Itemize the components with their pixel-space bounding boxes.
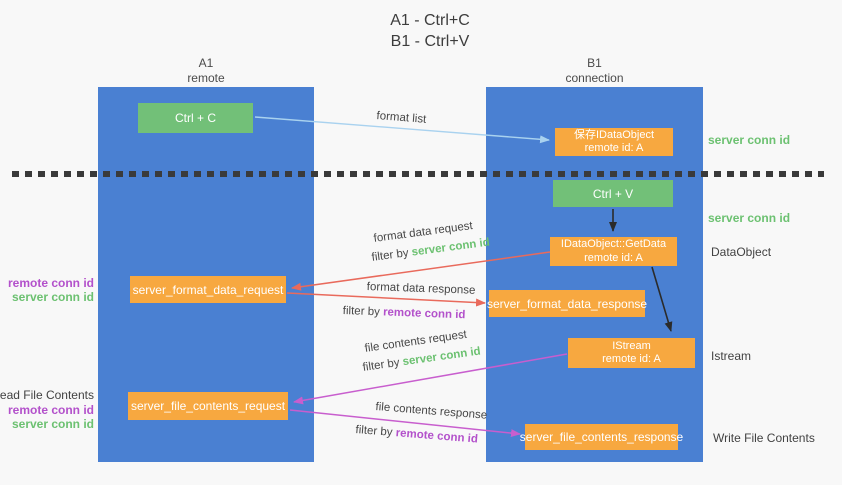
remote-conn-id-label-2: remote conn id	[7, 403, 94, 417]
lane-header-b1: B1 connection	[486, 56, 703, 86]
node-save-idataobject: 保存IDataObject remote id: A	[555, 128, 673, 156]
save-idataobject-line1: 保存IDataObject	[573, 128, 655, 141]
lane-header-a1: A1 remote	[98, 56, 314, 86]
node-server-format-data-response: server_format_data_response	[486, 290, 648, 317]
format-data-response-arrow	[286, 292, 486, 307]
dotted-divider-line	[12, 171, 824, 177]
server-conn-id-label-2: server conn id	[11, 417, 94, 431]
server-conn-id-label-mid: server conn id	[708, 211, 791, 225]
filter-by-text-2: filter by	[342, 305, 381, 319]
lane-a1-role: remote	[187, 71, 225, 85]
istream-line1: IStream	[612, 339, 651, 352]
node-server-file-contents-request: server_file_contents_request	[128, 392, 288, 420]
getdata-line1: IDataObject::GetData	[560, 238, 667, 250]
remote-conn-id-label-1: remote conn id	[7, 276, 94, 290]
getdata-to-istream-arrow	[651, 266, 673, 332]
write-file-contents-label: Write File Contents	[713, 431, 815, 445]
diagram-title: A1 - Ctrl+C B1 - Ctrl+V	[0, 10, 842, 52]
server-file-contents-request-label: server_file_contents_request	[130, 399, 286, 413]
ctrl-c-label: Ctrl + C	[174, 111, 216, 125]
file-contents-response-arrow	[289, 409, 521, 438]
lane-a1-name: A1	[198, 56, 214, 70]
istream-line2: remote id: A	[602, 353, 661, 365]
server-file-contents-response-label: server_file_contents_response	[519, 430, 684, 444]
server-format-data-request-label: server_format_data_request	[132, 282, 284, 297]
node-ctrl-v: Ctrl + V	[553, 180, 673, 207]
title-line-1: A1 - Ctrl+C	[390, 12, 470, 29]
lane-b1-name: B1	[587, 56, 602, 70]
read-file-contents-label: Read File Contents	[0, 388, 94, 402]
node-idataobject-getdata: IDataObject::GetData remote id: A	[550, 237, 677, 266]
server-conn-id-label-1: server conn id	[11, 290, 94, 304]
dataobject-label: DataObject	[711, 245, 772, 259]
getdata-line2: remote id: A	[584, 251, 643, 264]
node-istream: IStream remote id: A	[568, 338, 695, 368]
node-server-format-data-request: server_format_data_request	[130, 276, 286, 303]
node-server-file-contents-response: server_file_contents_response	[520, 424, 683, 450]
lane-b1-role: connection	[565, 71, 624, 85]
save-idataobject-line2: remote id: A	[584, 142, 644, 154]
server-conn-id-label-top: server conn id	[708, 133, 791, 147]
server-format-data-response-label: server_format_data_response	[486, 296, 648, 311]
ctrl-v-label: Ctrl + V	[592, 186, 634, 201]
node-ctrl-c: Ctrl + C	[138, 103, 253, 133]
format-data-request-arrow	[291, 251, 551, 291]
file-contents-request-arrow	[293, 353, 568, 405]
istream-side-label: Istream	[711, 349, 752, 363]
format-list-arrow	[254, 116, 550, 144]
conn-id-pair-2: remote conn id server conn id	[8, 403, 94, 431]
title-line-2: B1 - Ctrl+V	[390, 33, 470, 50]
conn-id-pair-1: remote conn id server conn id	[8, 276, 94, 304]
